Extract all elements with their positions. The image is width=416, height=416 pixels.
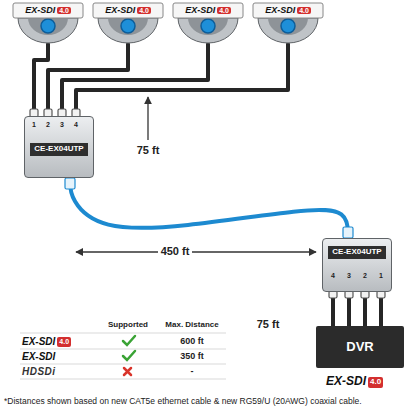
camera-lens [281, 19, 295, 33]
box-label: DVR [346, 340, 373, 354]
footnote: *Distances shown based on new CAT5e ethe… [4, 396, 412, 406]
camera-node: EX-SDI4.0 [12, 2, 84, 44]
check-mark [123, 351, 135, 360]
camera-logo: EX-SDI4.0 [12, 4, 84, 17]
connector-port [343, 227, 353, 238]
table-cell: Supported [108, 321, 148, 330]
logo-text: 4.0 [137, 7, 151, 15]
logo-text: EX-SDI [265, 6, 295, 16]
connector-port [329, 291, 337, 298]
format-logo: EX-SDI [326, 375, 366, 388]
logo-text: EX-SDI [25, 6, 55, 16]
camera-lens [121, 19, 135, 33]
camera-logo: EX-SDI4.0 [172, 4, 244, 17]
connector-port [65, 178, 75, 189]
camera-node: EX-SDI4.0 [172, 2, 244, 44]
format-logo: EX-SDI [22, 336, 55, 347]
transceiver-box: CE-EX04UTP [322, 238, 392, 292]
table-rules [20, 333, 226, 379]
camera-dome [178, 18, 238, 43]
camera-ring [188, 18, 228, 35]
port-number: 2 [46, 121, 50, 129]
check-mark [123, 336, 135, 345]
distance-label: 450 ft [158, 245, 193, 257]
format-logo: 4.0 [368, 377, 383, 388]
box-label: CE-EX04UTP [30, 143, 87, 156]
port-number: 1 [379, 272, 383, 280]
dvr-box: DVR [316, 326, 404, 368]
dimension-arrow [147, 97, 148, 140]
camera-band [93, 3, 163, 18]
connector-port [361, 291, 369, 298]
camera-lens [41, 19, 55, 33]
camera-logo: EX-SDI4.0 [92, 4, 164, 17]
connector-port [345, 291, 353, 298]
camera-dome [258, 18, 318, 43]
logo-text: 4.0 [217, 7, 231, 15]
ethernet-cable [70, 178, 348, 238]
format-logo: HDSDi [22, 366, 56, 377]
format-logo: EX-SDI [22, 351, 55, 362]
camera-node: EX-SDI4.0 [252, 2, 324, 44]
dimension-arrow [76, 251, 316, 252]
logo-text: 4.0 [297, 7, 311, 15]
camera-band [253, 3, 323, 18]
connector-port [377, 291, 385, 298]
camera-band [13, 3, 83, 18]
logo-text: 4.0 [57, 7, 71, 15]
port-number: 3 [60, 121, 64, 129]
logo-text: EX-SDI [185, 6, 215, 16]
distance-label: 75 ft [137, 144, 160, 156]
table-cell: Max. Distance [165, 321, 218, 330]
distance-label: 75 ft [257, 318, 280, 330]
coax-cable [62, 44, 208, 116]
camera-logo: EX-SDI4.0 [252, 4, 324, 17]
port-number: 4 [74, 121, 78, 129]
port-number: 1 [32, 121, 36, 129]
logo-text: EX-SDI [105, 6, 135, 16]
table-cell: - [191, 367, 194, 377]
camera-lens [201, 19, 215, 33]
camera-dome [98, 18, 158, 43]
camera-node: EX-SDI4.0 [92, 2, 164, 44]
port-number: 3 [347, 272, 351, 280]
camera-ring [268, 18, 308, 35]
coax-cable [76, 44, 288, 116]
coax-cable [34, 44, 48, 116]
port-number: 4 [331, 272, 335, 280]
format-logo: 4.0 [57, 337, 71, 347]
port-number: 2 [363, 272, 367, 280]
cross-mark [124, 368, 131, 375]
table-cell: 350 ft [180, 352, 204, 362]
box-label: CE-EX04UTP [328, 246, 385, 259]
camera-band [173, 3, 243, 18]
table-cell: 600 ft [180, 337, 204, 347]
camera-ring [108, 18, 148, 35]
camera-ring [28, 18, 68, 35]
camera-dome [18, 18, 78, 43]
